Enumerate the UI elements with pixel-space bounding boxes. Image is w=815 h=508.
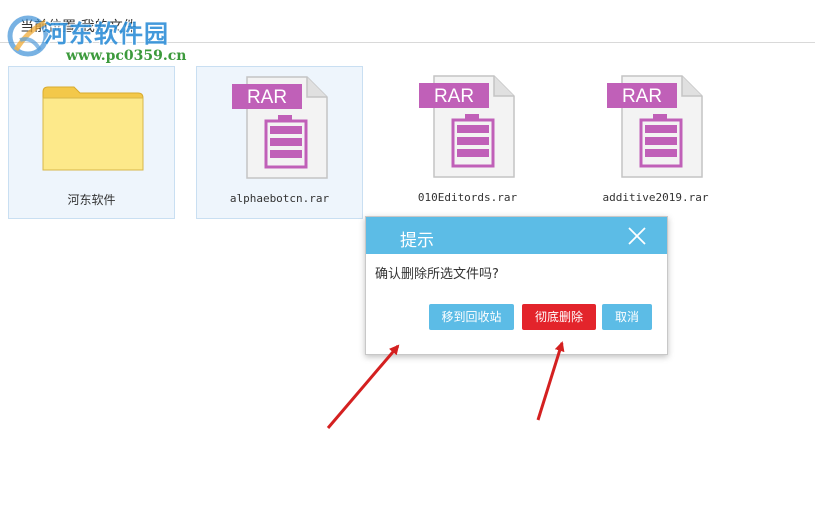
dialog-header: 提示	[366, 217, 667, 254]
delete-permanently-button[interactable]: 彻底删除	[522, 304, 596, 330]
file-tile-folder[interactable]: 河东软件	[8, 66, 175, 219]
move-to-recycle-bin-button[interactable]: 移到回收站	[429, 304, 514, 330]
rar-file-icon: RAR	[607, 75, 703, 178]
confirm-dialog: 提示 确认删除所选文件吗? 移到回收站 彻底删除 取消	[365, 216, 668, 355]
watermark-url: www.pc0359.cn	[66, 48, 187, 64]
rar-badge: RAR	[434, 86, 474, 107]
file-tile-rar[interactable]: RAR 010Editords.rar	[384, 66, 551, 219]
file-tile-rar[interactable]: RAR additive2019.rar	[572, 66, 739, 219]
cancel-button[interactable]: 取消	[602, 304, 652, 330]
close-icon[interactable]	[627, 226, 647, 246]
path-bar: 当前位置:我的文件	[0, 0, 815, 43]
file-name: alphaebotcn.rar	[229, 192, 330, 205]
dialog-title: 提示	[400, 231, 434, 251]
rar-file-icon: RAR	[419, 75, 515, 178]
path-text: 当前位置:我的文件	[20, 19, 137, 35]
file-name: 010Editords.rar	[417, 191, 518, 204]
rar-badge: RAR	[247, 87, 287, 108]
rar-badge: RAR	[622, 86, 662, 107]
file-name: 河东软件	[67, 193, 116, 207]
arrow-to-recycle-button	[326, 344, 400, 429]
folder-icon	[42, 86, 144, 171]
file-tile-rar[interactable]: RAR alphaebotcn.rar	[196, 66, 363, 219]
dialog-message: 确认删除所选文件吗?	[375, 267, 499, 282]
rar-file-icon: RAR	[232, 76, 328, 179]
file-name: additive2019.rar	[602, 191, 709, 204]
